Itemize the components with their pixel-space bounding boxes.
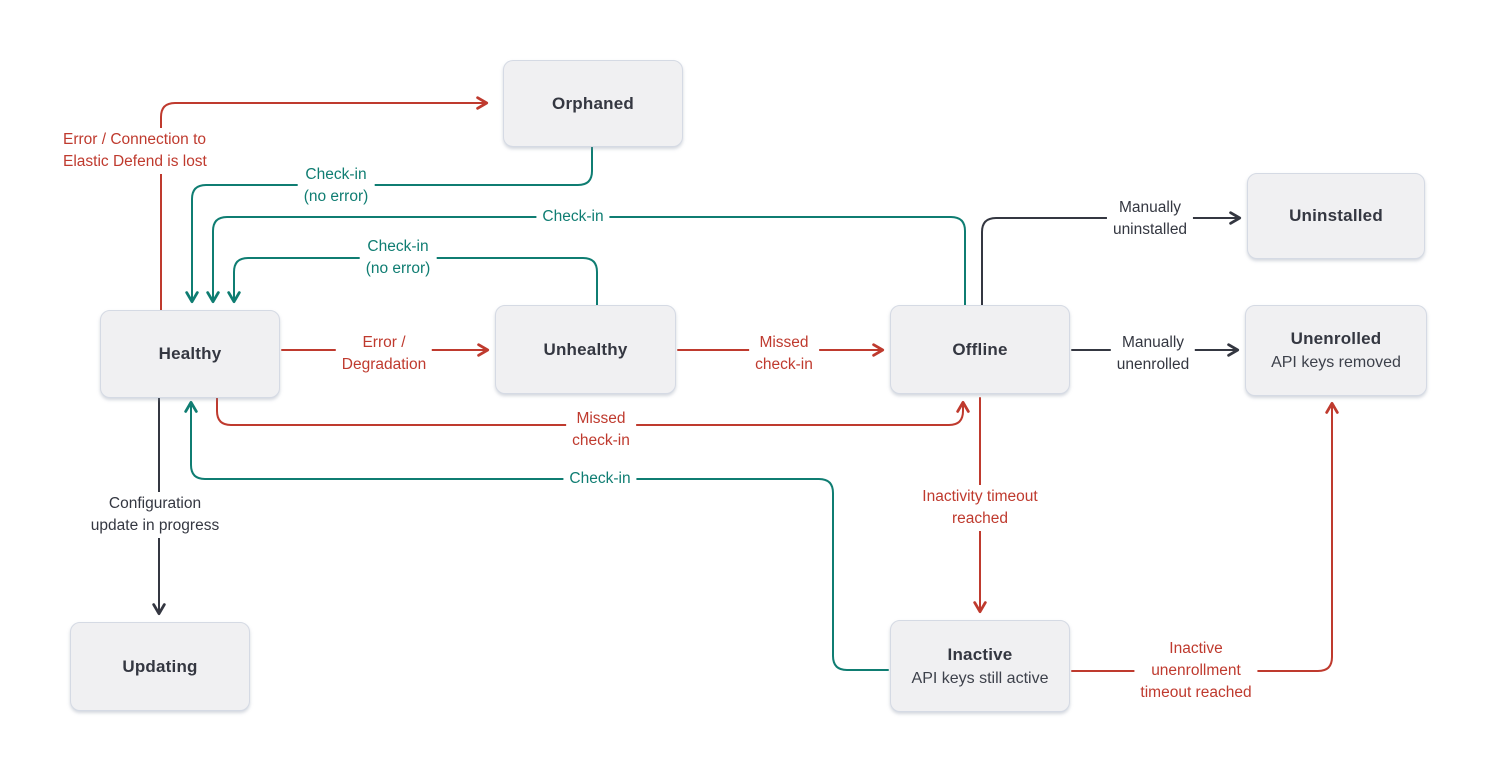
- node-unenrolled: Unenrolled API keys removed: [1245, 305, 1427, 396]
- edge-offline-to-uninstalled: [981, 211, 1242, 306]
- node-unhealthy: Unhealthy: [495, 305, 676, 394]
- node-healthy: Healthy: [100, 310, 280, 398]
- edge-label-inactivity-timeout: Inactivity timeout reached: [916, 485, 1044, 531]
- node-unenrolled-subtitle: API keys removed: [1271, 354, 1401, 371]
- node-offline-title: Offline: [952, 339, 1008, 359]
- node-healthy-title: Healthy: [158, 344, 222, 363]
- edge-inactive-to-healthy: [184, 400, 889, 671]
- edge-orphaned-to-healthy: [185, 146, 593, 304]
- edge-label-checkin-from-inactive: Check-in: [563, 467, 637, 491]
- edge-offline-to-healthy: [206, 216, 966, 306]
- edge-label-missed-checkin-bottom: Missed check-in: [566, 407, 636, 453]
- edge-label-configuration-update: Configuration update in progress: [84, 492, 226, 538]
- node-uninstalled: Uninstalled: [1247, 173, 1425, 259]
- edge-healthy-to-orphaned: [160, 96, 489, 311]
- edge-label-checkin-from-offline: Check-in: [536, 205, 610, 229]
- node-uninstalled-title: Uninstalled: [1289, 206, 1383, 225]
- edge-label-manually-uninstalled: Manually uninstalled: [1106, 196, 1194, 242]
- edge-label-checkin-no-error-from-orphaned: Check-in (no error): [297, 163, 375, 209]
- node-orphaned: Orphaned: [503, 60, 683, 147]
- edge-label-error-connection-lost: Error / Connection to Elastic Defend is …: [57, 128, 213, 174]
- node-inactive-subtitle: API keys still active: [911, 669, 1049, 687]
- edge-inactive-to-unenrolled: [1071, 401, 1339, 672]
- node-unenrolled-title: Unenrolled: [1290, 329, 1382, 348]
- edge-label-missed-checkin-top: Missed check-in: [749, 331, 819, 377]
- node-orphaned-title: Orphaned: [552, 93, 634, 113]
- node-unhealthy-title: Unhealthy: [543, 339, 628, 359]
- node-updating-title: Updating: [122, 656, 198, 676]
- node-updating: Updating: [70, 622, 250, 711]
- node-offline: Offline: [890, 305, 1070, 394]
- edge-label-manually-unenrolled: Manually unenrolled: [1110, 331, 1196, 377]
- node-inactive-title: Inactive: [947, 644, 1013, 664]
- edge-label-inactive-unenrollment-timeout: Inactive unenrollment timeout reached: [1134, 637, 1258, 705]
- node-inactive: Inactive API keys still active: [890, 620, 1070, 712]
- edge-label-error-degradation: Error / Degradation: [335, 331, 433, 377]
- edge-label-checkin-no-error-from-unhealthy: Check-in (no error): [359, 235, 437, 281]
